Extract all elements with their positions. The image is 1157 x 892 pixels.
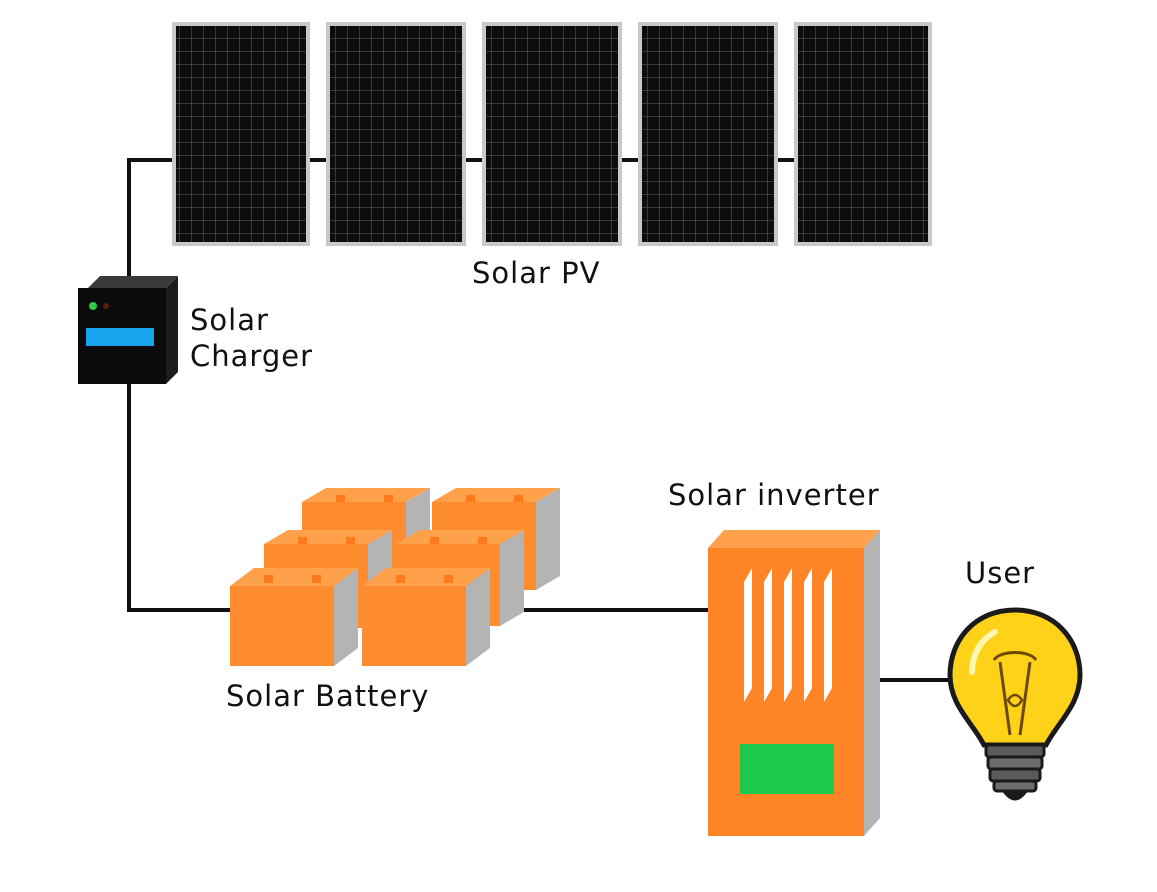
solar-panel (172, 22, 310, 246)
solar-charger-label-line2: Charger (190, 339, 313, 373)
charger-led (103, 303, 109, 309)
inverter-display (740, 744, 834, 794)
light-bulb-icon (947, 607, 1083, 801)
wire-charger-to-battery (127, 384, 232, 612)
charger-display (86, 328, 154, 346)
solar-battery-label: Solar Battery (226, 679, 429, 713)
solar-inverter-label: Solar inverter (668, 478, 880, 512)
solar-charger-label-line1: Solar (190, 303, 269, 337)
solar-inverter (708, 530, 880, 836)
solar-pv-array (172, 22, 932, 246)
solar-panel (638, 22, 778, 246)
solar-pv-label: Solar PV (472, 256, 600, 290)
solar-battery-bank (230, 488, 560, 666)
solar-panel (482, 22, 622, 246)
wires (127, 158, 955, 682)
battery (362, 568, 490, 666)
user-label: User (965, 556, 1035, 590)
solar-charger (78, 276, 178, 384)
charger-led (89, 302, 97, 310)
battery (230, 568, 358, 666)
solar-panel (794, 22, 932, 246)
wire-pv-to-charger (127, 158, 176, 288)
inverter-vents (744, 568, 832, 702)
solar-panel (326, 22, 466, 246)
